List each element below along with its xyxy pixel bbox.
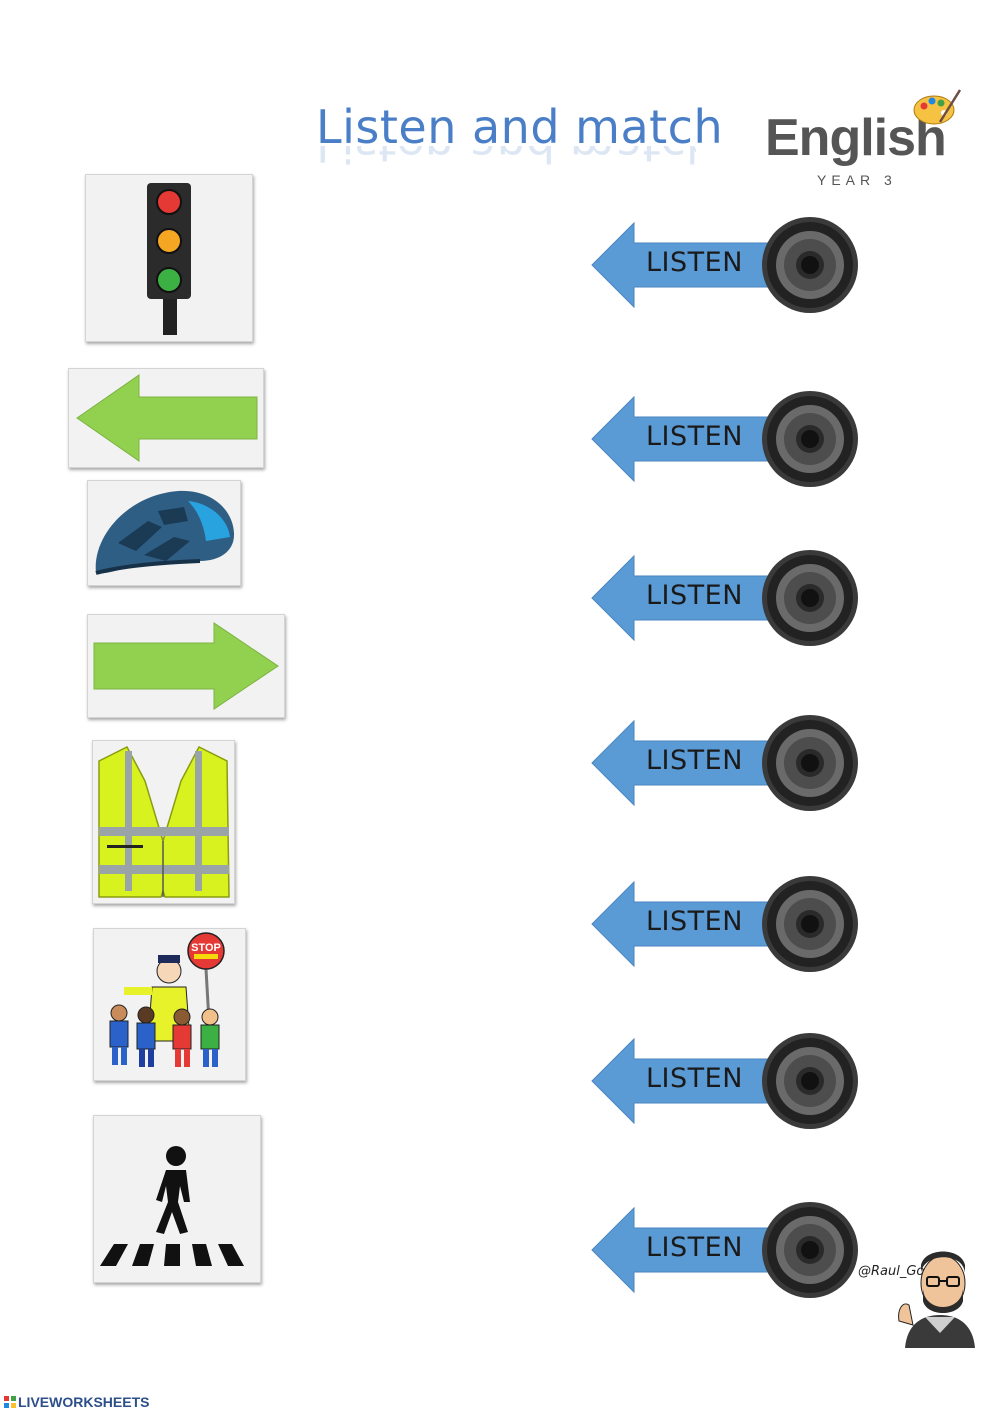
listen-label: LISTEN bbox=[646, 1232, 743, 1263]
speaker-icon bbox=[762, 1202, 858, 1298]
right-arrow-icon bbox=[93, 622, 279, 710]
card-crossing-guard[interactable]: STOP bbox=[93, 928, 246, 1081]
left-arrow-icon bbox=[76, 374, 258, 462]
listen-label: LISTEN bbox=[646, 580, 743, 611]
speaker-icon bbox=[762, 1033, 858, 1129]
speaker-icon bbox=[762, 550, 858, 646]
bike-helmet-icon bbox=[95, 490, 235, 575]
zebra-crossing-icon bbox=[100, 1146, 244, 1266]
listen-button[interactable]: LISTEN bbox=[588, 713, 863, 813]
author-avatar-icon bbox=[898, 1251, 975, 1348]
listen-label: LISTEN bbox=[646, 745, 743, 776]
footer-brand: LIVEWORKSHEETS bbox=[4, 1394, 149, 1410]
card-bike-helmet[interactable] bbox=[87, 480, 241, 586]
listen-button[interactable]: LISTEN bbox=[588, 215, 863, 315]
english-logo: English YEAR 3 bbox=[765, 86, 970, 196]
page-title: Listen and match bbox=[316, 100, 724, 154]
speaker-icon bbox=[762, 217, 858, 313]
card-zebra-crossing[interactable] bbox=[93, 1115, 261, 1283]
palette-icon bbox=[913, 89, 962, 125]
traffic-light-icon bbox=[147, 183, 191, 335]
listen-button[interactable]: LISTEN bbox=[588, 548, 863, 648]
listen-label: LISTEN bbox=[646, 421, 743, 452]
logo-word: English bbox=[765, 109, 947, 167]
card-right-arrow[interactable] bbox=[87, 614, 285, 718]
crossing-guard-icon: STOP bbox=[109, 932, 225, 1067]
speaker-icon bbox=[762, 715, 858, 811]
listen-button[interactable]: LISTEN bbox=[588, 1031, 863, 1131]
speaker-icon bbox=[762, 876, 858, 972]
listen-button[interactable]: LISTEN bbox=[588, 389, 863, 489]
listen-button[interactable]: LISTEN bbox=[588, 874, 863, 974]
speaker-icon bbox=[762, 391, 858, 487]
listen-label: LISTEN bbox=[646, 247, 743, 278]
card-safety-vest[interactable] bbox=[92, 740, 235, 904]
listen-label: LISTEN bbox=[646, 906, 743, 937]
card-left-arrow[interactable] bbox=[68, 368, 264, 468]
logo-subtitle: YEAR 3 bbox=[817, 172, 897, 188]
stop-sign-text: STOP bbox=[191, 942, 221, 954]
listen-button[interactable]: LISTEN bbox=[588, 1200, 863, 1300]
page-title-reflection: Listen and match bbox=[316, 146, 696, 168]
liveworksheets-logo-icon bbox=[4, 1396, 16, 1408]
listen-label: LISTEN bbox=[646, 1063, 743, 1094]
card-traffic-light[interactable] bbox=[85, 174, 253, 342]
safety-vest-icon bbox=[98, 746, 230, 898]
footer-brand-text: LIVEWORKSHEETS bbox=[18, 1394, 150, 1410]
